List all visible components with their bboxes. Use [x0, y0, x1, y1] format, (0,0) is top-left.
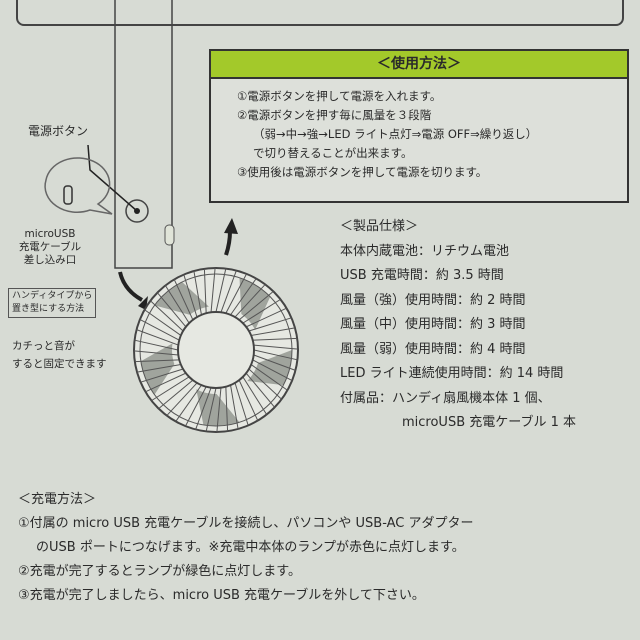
handy-conversion-box: ハンディタイプから 置き型にする方法: [8, 288, 97, 318]
usage-line: （弱→中→強→LED ライト点灯⇒電源 OFF⇒繰り返し）: [253, 127, 538, 141]
fan-guard-spoke: [250, 364, 288, 391]
usb-port-icon: [63, 185, 73, 205]
fan-guard-spoke: [253, 349, 298, 361]
fan-guard-spoke: [234, 382, 249, 426]
spec-title: ＜製品仕様＞: [340, 219, 419, 234]
click-note-line: すると固定できます: [12, 358, 107, 370]
fan-guard-spoke: [150, 300, 184, 332]
handy-box-line: 置き型にする方法: [12, 304, 85, 314]
usage-line: ①電源ボタンを押して電源を入れます。: [237, 89, 442, 103]
fan-guard-spoke: [253, 344, 299, 350]
usage-line: で切り替えることが出来ます。: [253, 146, 413, 160]
fan-guard-spoke: [175, 384, 202, 422]
fan-hub: [177, 311, 255, 389]
fan-head: [133, 267, 299, 433]
fan-guard-spoke: [216, 387, 222, 433]
fan-body-outline: [114, 0, 173, 269]
spec-line: 風量（弱）使用時間：約 4 時間: [340, 341, 526, 357]
fan-guard-spoke: [173, 279, 194, 321]
fan-guard-ring: [139, 273, 293, 427]
charge-line: ①付属の micro USB 充電ケーブルを接続し、パソコンや USB-AC ア…: [18, 516, 474, 531]
fan-guard-spoke: [145, 372, 187, 393]
fan-guard-spoke: [245, 307, 287, 328]
click-note: カチっと音が すると固定できます: [12, 337, 107, 373]
fan-guard-spoke: [252, 337, 298, 341]
fan-guard-spoke: [253, 354, 296, 371]
arrow-up-icon: [224, 230, 232, 256]
fan-guard-spoke: [238, 291, 274, 321]
fan-guard-spoke: [234, 284, 266, 318]
spec-section: ＜製品仕様＞ 本体内蔵電池：リチウム電池 USB 充電時間：約 3.5 時間 風…: [340, 215, 576, 436]
indicator-lamp: [164, 224, 175, 246]
fan-guard-spoke: [134, 359, 180, 363]
fan-blade: [247, 350, 292, 386]
fan-guard-spoke: [139, 319, 180, 341]
fan-guard-spoke: [158, 379, 194, 409]
fan-guard-spoke: [205, 387, 217, 432]
usb-port-label-line: 差し込み口: [23, 254, 77, 266]
fan-blade: [154, 281, 209, 315]
usb-port-label: microUSB 充電ケーブル 差し込み口: [10, 228, 90, 267]
fan-guard-spoke: [134, 339, 179, 351]
usb-port-label-line: microUSB: [24, 228, 76, 240]
spec-line: 風量（中）使用時間：約 3 時間: [340, 317, 526, 332]
handy-box-line: ハンディタイプから: [12, 291, 93, 301]
fan-guard-spoke: [183, 274, 198, 318]
charge-line: ②充電が完了するとランプが緑色に点灯します。: [18, 564, 301, 579]
spec-line: LED ライト連続使用時間：約 14 時間: [340, 366, 564, 381]
click-note-line: カチっと音が: [12, 340, 75, 352]
top-info-box: [16, 0, 624, 26]
power-button-label: 電源ボタン: [28, 124, 89, 138]
usage-line: ②電源ボタンを押す毎に風量を３段階: [237, 108, 432, 122]
charge-line: ③充電が完了しましたら、micro USB 充電ケーブルを外して下さい。: [18, 588, 425, 603]
fan-guard-spoke: [220, 270, 237, 313]
spec-line: microUSB 充電ケーブル 1 本: [402, 415, 577, 430]
fan-guard-spoke: [140, 368, 184, 383]
fan-guard-spoke: [230, 278, 257, 316]
charge-title: ＜充電方法＞: [18, 492, 97, 507]
fan-guard-spoke: [193, 270, 202, 315]
power-button-leader: [87, 144, 138, 212]
arrow-down-icon: [118, 271, 144, 302]
fan-guard-spoke: [157, 292, 187, 328]
fan-guard-spoke: [248, 368, 282, 400]
fan-guard-spoke: [136, 364, 181, 373]
fan-guard-spoke: [225, 273, 247, 314]
fan-guard-spoke: [215, 268, 227, 313]
power-button-icon: [125, 199, 149, 223]
fan-guard-spoke: [248, 317, 292, 332]
fan-guard-spoke: [144, 309, 182, 336]
speech-bubble-icon: [44, 157, 113, 215]
fan-guard-spoke: [238, 379, 259, 421]
fan-guard-spoke: [210, 267, 216, 313]
usage-line: ③使用後は電源ボタンを押して電源を切ります。: [237, 165, 488, 179]
spec-line: 本体内蔵電池：リチウム電池: [340, 243, 510, 259]
fan-guard-spoke: [151, 376, 190, 402]
spec-line: 付属品：ハンディ扇風機本体 1 個、: [340, 390, 551, 406]
charge-line: のUSB ポートにつなげます。※充電中本体のランプが赤色に点灯します。: [36, 540, 465, 555]
fan-guard-spoke: [164, 285, 190, 324]
fan-guard-spoke: [242, 298, 281, 324]
fan-guard-spoke: [133, 350, 179, 356]
spec-line: USB 充電時間：約 3.5 時間: [340, 268, 504, 283]
usb-port-label-line: 充電ケーブル: [18, 241, 82, 253]
fan-guard-spoke: [166, 382, 198, 416]
fan-guard-spoke: [195, 387, 212, 430]
fan-guard-spoke: [252, 359, 293, 381]
usage-panel: ＜使用方法＞ ①電源ボタンを押して電源を入れます。 ②電源ボタンを押す毎に風量を…: [209, 49, 629, 203]
fan-guard-spoke: [185, 386, 207, 427]
spec-line: 風量（強）使用時間：約 2 時間: [340, 292, 526, 308]
charge-section: ＜充電方法＞ ①付属の micro USB 充電ケーブルを接続し、パソコンや U…: [18, 488, 474, 608]
fan-guard-spoke: [136, 329, 179, 346]
fan-guard-spoke: [245, 372, 275, 408]
fan-guard-spoke: [203, 268, 207, 314]
fan-guard-spoke: [230, 385, 239, 430]
usage-title: ＜使用方法＞: [211, 51, 627, 79]
fan-guard-spoke: [242, 376, 268, 415]
fan-guard-spoke: [225, 386, 229, 432]
fan-guard-spoke: [251, 327, 296, 336]
